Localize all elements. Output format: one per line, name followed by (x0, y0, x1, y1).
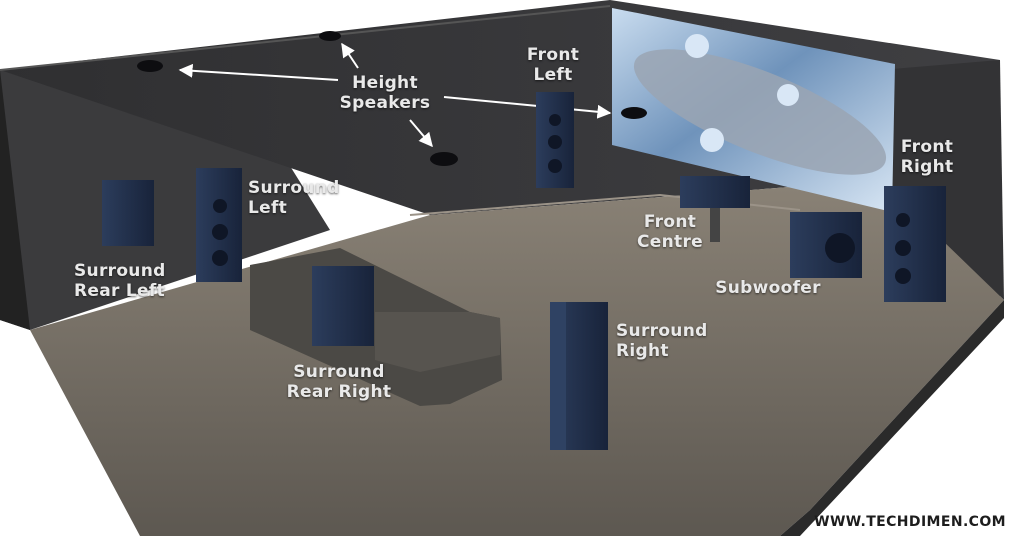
label-front-right: Front Right (900, 137, 954, 177)
label-surround-rear-left: Surround Rear Left (74, 261, 166, 301)
front-right-speaker (884, 186, 946, 302)
starship-image (633, 49, 887, 175)
arrow-height-2 (341, 42, 359, 69)
surround-right-face (550, 302, 566, 450)
arrow-height-1 (178, 63, 339, 81)
right-wall (880, 60, 1004, 300)
arrow-height-4 (443, 96, 612, 119)
front-left-driver-1 (549, 114, 561, 126)
left-edge (0, 70, 30, 330)
front-right-driver-1 (896, 213, 910, 227)
ship-3 (700, 128, 724, 152)
label-surround-rear-right: Surround Rear Right (286, 362, 392, 402)
surround-rear-left-speaker (102, 180, 154, 246)
label-height-speakers: Height Speakers (339, 73, 431, 113)
front-right-driver-3 (895, 268, 911, 284)
label-subwoofer: Subwoofer (715, 278, 821, 298)
rug-edge (409, 193, 801, 216)
front-left-driver-3 (548, 159, 562, 173)
front-right-driver-2 (895, 240, 911, 256)
sofa-seat (375, 312, 500, 372)
ship-1 (685, 34, 709, 58)
centre-stand (710, 208, 720, 242)
watermark-text: WWW.TECHDIMEN.COM (814, 514, 1006, 530)
label-front-centre: Front Centre (637, 212, 703, 252)
arrow-height-3 (409, 119, 433, 148)
wall-top-edge (0, 5, 611, 71)
surround-left-driver-1 (213, 199, 227, 213)
front-centre-speaker (680, 176, 750, 208)
ship-2 (777, 84, 799, 106)
label-surround-right: Surround Right (616, 321, 708, 361)
height-speaker-4 (621, 107, 647, 119)
front-left-driver-2 (548, 135, 562, 149)
surround-left-driver-2 (212, 224, 228, 240)
subwoofer-driver (825, 233, 855, 263)
surround-rear-right-speaker (312, 266, 374, 346)
label-front-left: Front Left (526, 45, 580, 85)
height-speaker-2 (319, 31, 341, 41)
height-speaker-1 (137, 60, 163, 72)
label-surround-left: Surround Left (248, 178, 340, 218)
surround-left-driver-3 (212, 250, 228, 266)
height-speaker-3 (430, 152, 458, 166)
